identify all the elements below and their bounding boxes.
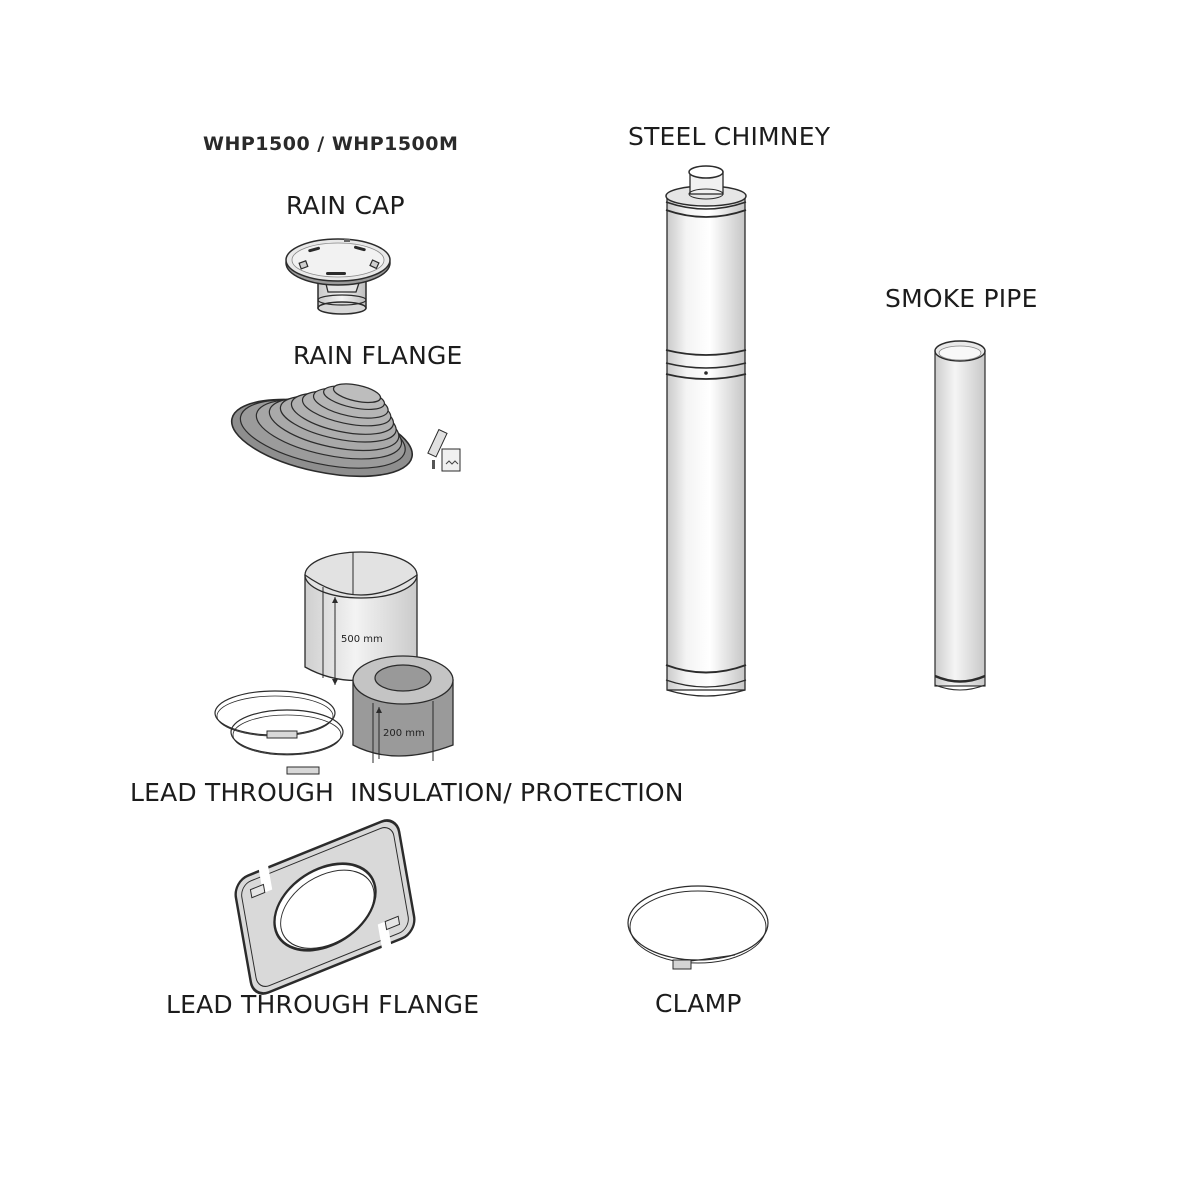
rain-flange-label: RAIN FLANGE (293, 341, 463, 370)
rain-flange-illustration (230, 383, 461, 478)
rain-cap-label: RAIN CAP (286, 191, 405, 220)
steel-chimney-label: STEEL CHIMNEY (628, 122, 831, 151)
lead-through-flange-label: LEAD THROUGH FLANGE (166, 990, 480, 1019)
sealant-kit-icon (427, 428, 461, 472)
lead-through-insulation-illustration: 500 mm 200 mm (214, 551, 454, 775)
model-title: WHP1500 / WHP1500M (203, 133, 459, 155)
rain-cap-illustration (285, 238, 391, 315)
clamp-illustration (627, 885, 769, 970)
lead-through-insulation-label: LEAD THROUGH INSULATION/ PROTECTION (130, 778, 684, 807)
clamp-label: CLAMP (655, 989, 742, 1018)
lead-through-flange-illustration (234, 819, 416, 995)
insulation-height-dimension: 200 mm (383, 728, 425, 739)
sleeve-height-dimension: 500 mm (341, 634, 383, 645)
smoke-pipe-illustration (934, 340, 986, 691)
steel-chimney-illustration (665, 165, 747, 697)
smoke-pipe-label: SMOKE PIPE (885, 284, 1038, 313)
